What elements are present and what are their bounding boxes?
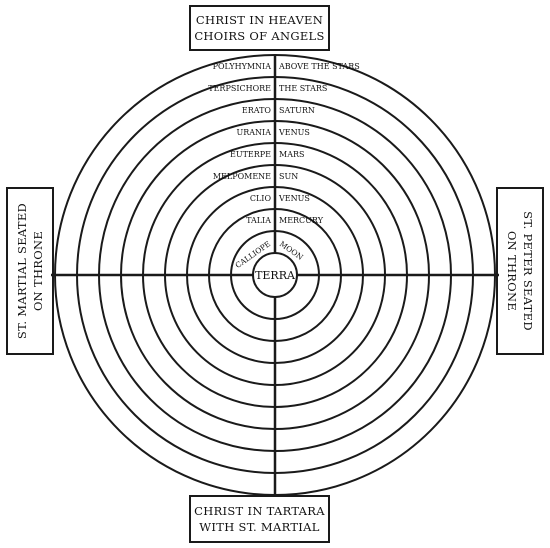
axes-group	[51, 55, 499, 495]
muse-label-4: MELPOMENE	[213, 172, 271, 181]
christ-in-tartara-box: CHRIST IN TARTARA WITH ST. MARTIAL	[189, 495, 330, 543]
sphere-label-2: MERCURY	[279, 216, 324, 225]
muse-label-7: ERATO	[242, 106, 272, 115]
bottom-box-line-1: CHRIST IN TARTARA	[194, 504, 325, 518]
terra-label: TERRA	[255, 269, 296, 282]
muse-label-6: URANIA	[237, 128, 272, 137]
muse-label-8: TERPSICHORE	[208, 84, 271, 93]
top-box-line-2: CHOIRS OF ANGELS	[194, 29, 325, 43]
st-martial-box: ST. MARTIAL SEATED ON THRONE	[6, 187, 54, 355]
sphere-label-5: MARS	[279, 150, 304, 159]
sphere-label-8: THE STARS	[279, 84, 327, 93]
muse-label-9: POLYHYMNIA	[213, 62, 272, 71]
muse-label-5: EUTERPE	[230, 150, 271, 159]
st-peter-box: ST. PETER SEATED ON THRONE	[496, 187, 544, 355]
terra-circle	[252, 252, 298, 298]
muse-label-3: CLIO	[250, 194, 272, 203]
muse-label-2: TALIA	[246, 216, 271, 225]
bottom-box-line-2: WITH ST. MARTIAL	[199, 520, 320, 534]
sphere-label-6: VENUS	[278, 128, 310, 137]
top-box-line-1: CHRIST IN HEAVEN	[195, 13, 324, 27]
sphere-label-7: SATURN	[279, 106, 315, 115]
sphere-label-9: ABOVE THE STARS	[278, 62, 360, 71]
christ-in-heaven-box: CHRIST IN HEAVEN CHOIRS OF ANGELS	[189, 5, 330, 51]
sphere-label-4: SUN	[279, 172, 298, 181]
sphere-label-3: VENUS	[278, 194, 310, 203]
